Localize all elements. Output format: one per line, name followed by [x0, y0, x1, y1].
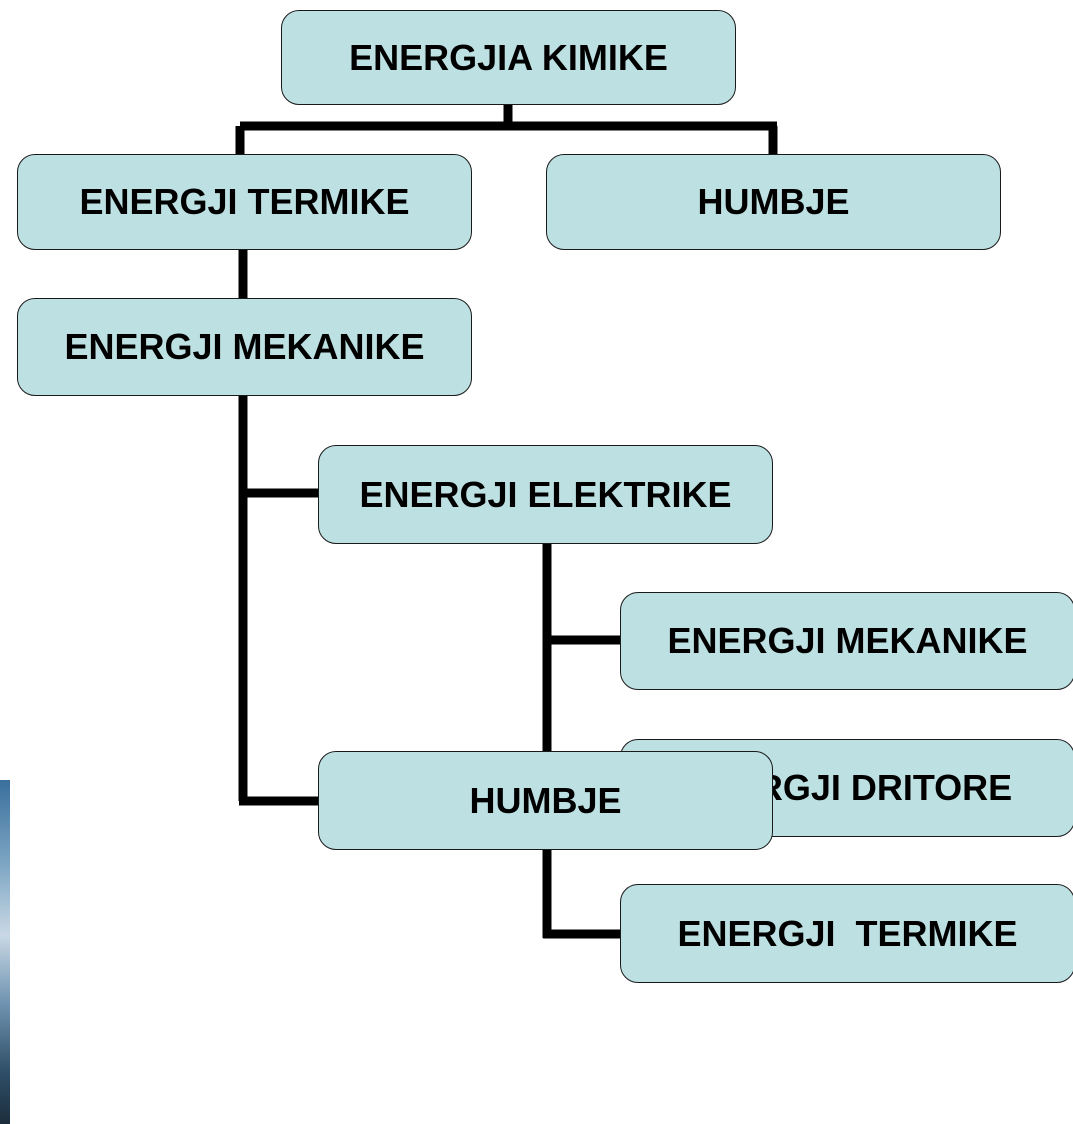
node-energji-termike: ENERGJI TERMIKE	[17, 154, 472, 250]
node-energji-mekanike: ENERGJI MEKANIKE	[17, 298, 472, 396]
node-energji-elektrike: ENERGJI ELEKTRIKE	[318, 445, 773, 544]
node-energji-mekanike-2: ENERGJI MEKANIKE	[620, 592, 1073, 690]
node-energji-termike-2: ENERGJI TERMIKE	[620, 884, 1073, 983]
node-humbje-top: HUMBJE	[546, 154, 1001, 250]
node-humbje-bottom: HUMBJE	[318, 751, 773, 850]
background-image-edge	[0, 780, 10, 1124]
node-energjia-kimike: ENERGJIA KIMIKE	[281, 10, 736, 105]
